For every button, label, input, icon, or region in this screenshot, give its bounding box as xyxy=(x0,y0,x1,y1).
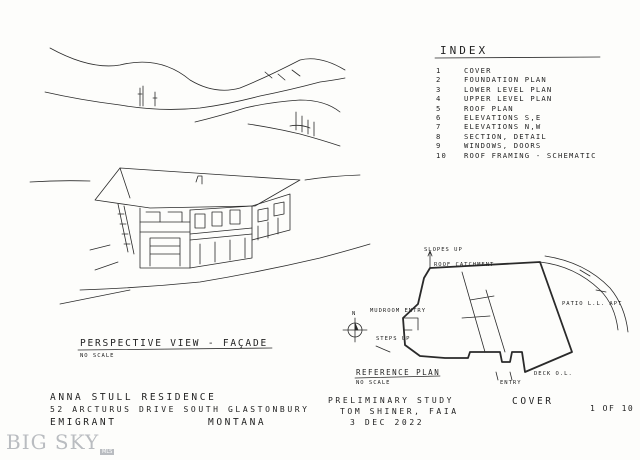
slopes-up-label: SLOPES UP xyxy=(424,247,463,253)
index-item: 6 ELEVATIONS S,E xyxy=(436,113,597,122)
house-perspective xyxy=(94,167,301,269)
index-list: 1 COVER 2 FOUNDATION PLAN 3 LOWER LEVEL PLA… xyxy=(436,66,597,160)
index-item-label: ROOF PLAN xyxy=(464,103,514,113)
ground-lines xyxy=(29,174,371,305)
index-item-number: 2 xyxy=(436,75,442,85)
index-item-label: ELEVATIONS S,E xyxy=(464,112,542,122)
north-arrow xyxy=(342,317,368,343)
perspective-scale: NO SCALE xyxy=(80,353,115,359)
index-item-label: ELEVATIONS N,W xyxy=(464,122,542,132)
index-item-number: 8 xyxy=(436,131,442,141)
index-item: 8 SECTION, DETAIL xyxy=(436,132,597,141)
index-item: 1 COVER xyxy=(436,66,597,75)
mudroom-entry-label: MUDROOM ENTRY xyxy=(370,308,427,314)
mls-badge: MLS xyxy=(100,449,115,455)
big-sky-logo: BIG SKY xyxy=(6,430,100,454)
index-item: 9 WINDOWS, DOORS xyxy=(436,141,597,150)
address-line1: 52 ARCTURUS DRIVE SOUTH GLASTONBURY xyxy=(50,405,310,414)
deck-label: DECK O.L. xyxy=(534,371,573,377)
site-plan-outline xyxy=(375,250,629,381)
index-item: 10 ROOF FRAMING - SCHEMATIC xyxy=(436,151,597,160)
index-item-number: 1 xyxy=(436,66,442,75)
project-name: ANNA STULL RESIDENCE xyxy=(50,392,217,403)
index-item-label: UPPER LEVEL PLAN xyxy=(464,94,553,104)
sheet-number: 1 OF 10 xyxy=(590,404,635,413)
index-item: 7 ELEVATIONS N,W xyxy=(436,122,597,131)
reference-plan-scale: NO SCALE xyxy=(356,380,391,386)
index-item-label: SECTION, DETAIL xyxy=(464,131,547,141)
index-item-number: 9 xyxy=(436,141,442,151)
state: MONTANA xyxy=(208,417,267,428)
reference-plan-label: REFERENCE PLAN xyxy=(356,368,441,377)
date: 3 DEC 2022 xyxy=(350,418,425,427)
roof-catchment-label: ROOF CATCHMENT xyxy=(434,262,495,268)
underlines xyxy=(77,56,601,379)
perspective-label: PERSPECTIVE VIEW - FAÇADE xyxy=(80,338,268,349)
index-item-number: 10 xyxy=(436,150,448,160)
patio-label: PATIO L.L. APT xyxy=(562,301,623,307)
mountain-lines xyxy=(44,47,346,147)
index-item-label: WINDOWS, DOORS xyxy=(464,141,542,151)
index-item-number: 3 xyxy=(436,84,442,94)
index-item-number: 7 xyxy=(436,122,442,132)
index-item: 4 UPPER LEVEL PLAN xyxy=(436,94,597,103)
index-item-number: 6 xyxy=(436,112,442,122)
index-item-label: COVER xyxy=(464,66,492,75)
sheet-title: COVER xyxy=(512,396,554,407)
index-item-label: LOWER LEVEL PLAN xyxy=(464,84,553,94)
index-item-number: 4 xyxy=(436,94,442,104)
index-item-number: 5 xyxy=(436,103,442,113)
index-item: 3 LOWER LEVEL PLAN xyxy=(436,85,597,94)
index-item-label: FOUNDATION PLAN xyxy=(464,75,547,85)
study-type: PRELIMINARY STUDY xyxy=(328,396,455,405)
steps-up-label: STEPS UP xyxy=(376,336,411,342)
index-item-label: ROOF FRAMING - SCHEMATIC xyxy=(464,150,597,160)
north-label: N xyxy=(352,311,357,317)
index-title: INDEX xyxy=(440,44,489,57)
address-line2: EMIGRANT xyxy=(50,417,117,428)
index-item: 2 FOUNDATION PLAN xyxy=(436,75,597,84)
entry-label: ENTRY xyxy=(500,380,522,386)
index-item: 5 ROOF PLAN xyxy=(436,104,597,113)
architect: TOM SHINER, FAIA xyxy=(340,407,459,416)
